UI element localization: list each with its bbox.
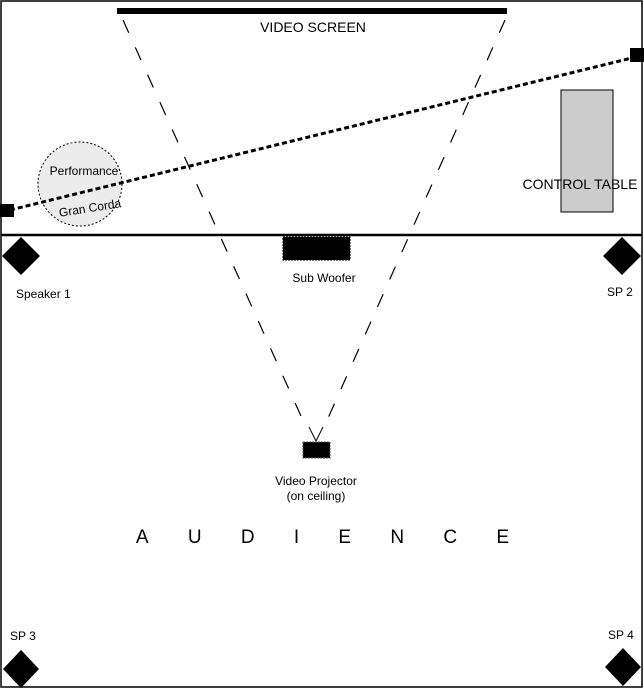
video-screen: [117, 8, 507, 14]
performance-label: Performance: [50, 164, 119, 178]
video-screen-label: VIDEO SCREEN: [260, 19, 366, 35]
audience-label: A U D I E N C E: [136, 527, 514, 548]
speaker-4-label: SP 4: [608, 628, 634, 642]
projection-beam-right: [324, 19, 506, 426]
rope-anchor-right: [630, 48, 644, 62]
speaker-3-icon: [3, 650, 39, 688]
projector-label-line1: Video Projector: [275, 474, 357, 488]
speaker-4-icon: [605, 648, 641, 686]
projection-beam-left: [122, 19, 306, 426]
rope-anchor-left: [0, 204, 14, 217]
projector-lens-icon: [308, 426, 324, 443]
projector-label-line2: (on ceiling): [287, 489, 346, 503]
speaker-2-label: SP 2: [607, 285, 633, 299]
sub-woofer: [282, 236, 351, 261]
gran-corda-rope: [9, 55, 637, 212]
control-table: [560, 89, 614, 213]
control-table-label: CONTROL TABLE: [523, 176, 638, 192]
speaker-1-icon: [2, 237, 40, 275]
speaker-1-label: Speaker 1: [16, 287, 71, 301]
video-projector: [302, 441, 331, 459]
sub-woofer-label: Sub Woofer: [292, 271, 355, 285]
speaker-2-icon: [603, 237, 641, 275]
speaker-3-label: SP 3: [10, 629, 36, 643]
